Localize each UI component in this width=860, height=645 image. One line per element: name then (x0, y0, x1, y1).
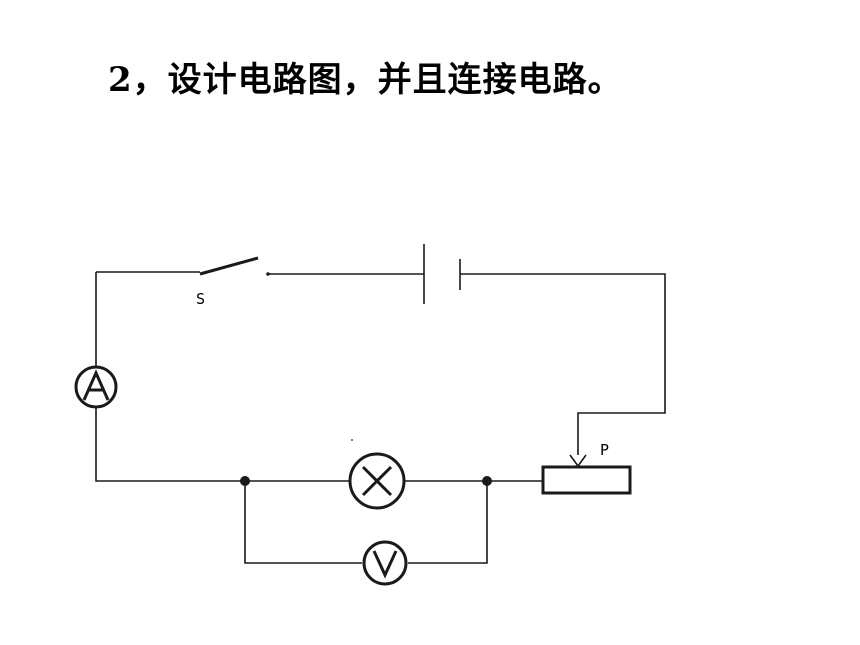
wire-left-lower (95, 408, 350, 482)
rheostat-slider-arrow (569, 454, 587, 468)
page-title: 2，设计电路图，并且连接电路。 (108, 60, 623, 100)
junction-right (482, 476, 492, 486)
wire-battery-to-right (460, 273, 666, 455)
wire-voltmeter-branch-right (408, 481, 488, 564)
ammeter-circle (74, 365, 118, 409)
circuit-wires (95, 271, 666, 564)
wire-voltmeter-branch-left (244, 481, 362, 564)
lamp-cross-b (361, 465, 393, 497)
voltmeter-circle (362, 540, 408, 586)
switch-label: S (196, 290, 205, 308)
voltmeter: V (362, 540, 408, 586)
switch-contact (266, 272, 270, 276)
switch: S (196, 256, 270, 308)
rheostat-slider-label: P (600, 441, 609, 459)
lamp-circle (348, 452, 406, 510)
switch-blade (199, 256, 259, 276)
ammeter: A (74, 365, 118, 409)
junction-left (240, 476, 250, 486)
battery (423, 244, 461, 304)
ammeter-glyph-a (82, 369, 110, 401)
voltmeter-glyph-v (372, 550, 398, 579)
stray-dot (351, 439, 353, 441)
rheostat: P (541, 441, 632, 495)
rheostat-body (541, 465, 632, 495)
lamp (348, 439, 406, 510)
